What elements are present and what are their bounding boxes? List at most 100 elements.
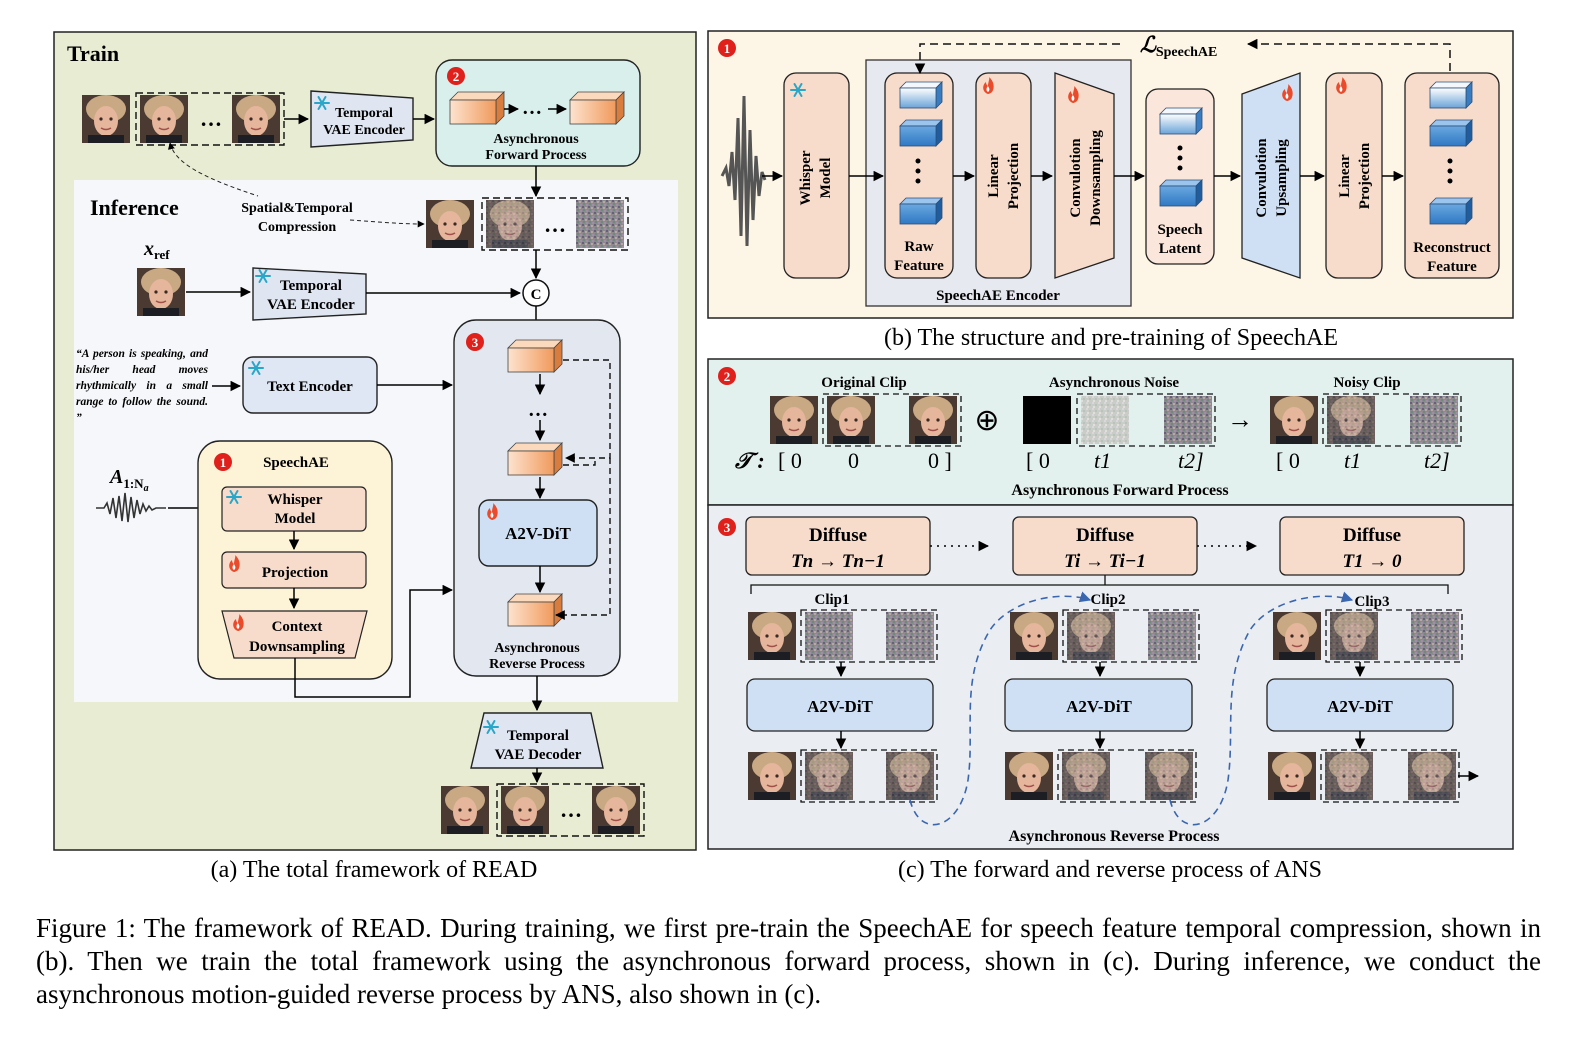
text-prompt: “A person is speaking, and his/her head … — [76, 348, 208, 424]
block-label: Model — [275, 511, 316, 527]
block-label: Diffuse — [1343, 525, 1401, 546]
temporal-vae-encoder-train: Temporal VAE Encoder — [310, 90, 414, 148]
latent-cube — [507, 442, 563, 476]
noisy-frame — [1145, 752, 1193, 800]
feature-cube — [1429, 119, 1473, 147]
feature-cube — [1429, 81, 1473, 109]
badge-number: 2 — [724, 369, 731, 384]
latent-frames: … — [425, 197, 629, 251]
raw-feature-block: Raw Feature — [884, 72, 954, 279]
tau-label: 𝒯 : — [734, 448, 765, 473]
tau-value: 0 ] — [928, 448, 952, 473]
oplus-symbol: ⊕ — [974, 404, 999, 437]
noisy-frame — [886, 752, 934, 800]
video-frame — [1004, 751, 1054, 801]
arrow — [294, 584, 454, 698]
dashed-pointer — [349, 219, 425, 228]
video-frame — [769, 395, 819, 445]
train-video-frames: … — [81, 92, 285, 146]
block-label: Downsampling — [249, 639, 345, 655]
panel-a-caption: (a) The total framework of READ — [211, 857, 538, 883]
dashed-loop — [555, 458, 611, 620]
text-encoder: Text Encoder — [242, 356, 378, 414]
panel-b: 1 SpeechAE Encoder Whisper Model Raw Fea… — [707, 30, 1514, 351]
ellipsis: … — [522, 97, 542, 119]
video-frame — [425, 199, 475, 249]
block-label: Projection — [262, 565, 329, 581]
tau-value: t2] — [1424, 448, 1450, 473]
block-label: Temporal — [507, 728, 569, 744]
noise-frame — [1164, 396, 1212, 444]
output-video-frames: … — [440, 783, 645, 837]
video-frame — [1269, 395, 1319, 445]
block-label: Latent — [1159, 241, 1202, 257]
figure-caption: Figure 1: The framework of READ. During … — [36, 913, 1541, 1009]
diffuse-step-2: Diffuse Ti → Ti−1 — [1012, 516, 1198, 576]
badge-number: 1 — [724, 41, 731, 56]
block-label: Temporal — [335, 106, 393, 121]
noisy-clip — [1269, 393, 1462, 447]
tau-value: t2] — [1178, 448, 1204, 473]
block-label: Raw — [904, 239, 933, 255]
ellipsis: … — [200, 106, 222, 131]
block-label: Downsampling — [1088, 130, 1104, 226]
inference-label: Inference — [90, 195, 179, 220]
video-frame — [591, 785, 641, 835]
clip-bracket — [481, 197, 629, 251]
async-noise-label: Asynchronous Noise — [1049, 375, 1180, 391]
async-reverse-box: 3 … A2V-DiT Asynchronous Reverse Process — [453, 319, 621, 677]
video-frame — [1272, 611, 1322, 661]
block-label: Reconstruct — [1413, 240, 1490, 256]
x-ref-label: xref — [143, 238, 170, 262]
block-label: Projection — [1006, 142, 1022, 209]
block-label: Convulotion — [1254, 138, 1270, 218]
panel-a: Train Inference … Temporal VAE Encoder 2 — [53, 31, 697, 883]
reconstruct-feature-block: Reconstruct Feature — [1404, 72, 1500, 279]
tau-value: [ 0 — [1026, 448, 1050, 473]
tau-value: [ 0 — [1276, 448, 1300, 473]
video-frame — [747, 751, 797, 801]
noise-frame — [886, 612, 934, 660]
reverse-process-title: Asynchronous Reverse Process — [1009, 828, 1220, 845]
forward-process-title: Asynchronous Forward Process — [1011, 482, 1228, 499]
block-label: Context — [272, 619, 323, 635]
noise-frame — [1081, 396, 1129, 444]
temporal-vae-decoder: Temporal VAE Decoder — [470, 712, 604, 769]
latent-cube — [569, 91, 625, 125]
ellipsis: … — [544, 212, 566, 237]
block-label: Projection — [1357, 142, 1373, 209]
async-forward-box: 2 … Asynchronous Forward Process — [435, 59, 641, 167]
bracket — [750, 584, 1449, 594]
clip-label: Clip1 — [814, 592, 849, 608]
annotation-label: Spatial&Temporal — [241, 201, 353, 216]
a2v-dit-block — [1004, 678, 1193, 732]
block-label: Reverse Process — [489, 657, 585, 672]
concat-node: C — [522, 279, 550, 307]
conv-downsampling-block: Convulotion Downsampling — [1054, 72, 1115, 279]
video-frame — [747, 611, 797, 661]
clip-column-2: Clip2 A2V-DiT — [1004, 592, 1200, 803]
panel-c: 2 Original Clip Asynchronous Noise Noisy… — [707, 358, 1514, 883]
whisper-block: Whisper Model — [783, 72, 850, 279]
panel-c-caption: (c) The forward and reverse process of A… — [898, 857, 1322, 883]
noisy-frame — [1330, 612, 1378, 660]
dashed-loss-link — [914, 43, 1120, 75]
latent-cube — [507, 593, 563, 627]
linear-projection-block-2: Linear Projection — [1325, 72, 1383, 279]
noise-frame — [576, 200, 624, 248]
train-label: Train — [67, 41, 119, 66]
block-label: Speech — [1158, 222, 1204, 238]
arrow-symbol: → — [1227, 405, 1253, 434]
zero-noise-frame — [1023, 396, 1071, 444]
dashed-pointer — [167, 142, 259, 197]
a2v-dit-block — [746, 678, 934, 732]
linear-projection-block: Linear Projection — [975, 72, 1032, 279]
block-label: A2V-DiT — [1327, 697, 1393, 716]
dashed-loop — [563, 359, 611, 463]
noise-frame — [805, 612, 853, 660]
badge-number: 3 — [472, 335, 479, 350]
audio-waveform-icon — [96, 492, 166, 523]
block-label: A2V-DiT — [1066, 697, 1132, 716]
dashed-loop — [563, 458, 596, 466]
speech-latent-block: Speech Latent — [1145, 88, 1215, 265]
